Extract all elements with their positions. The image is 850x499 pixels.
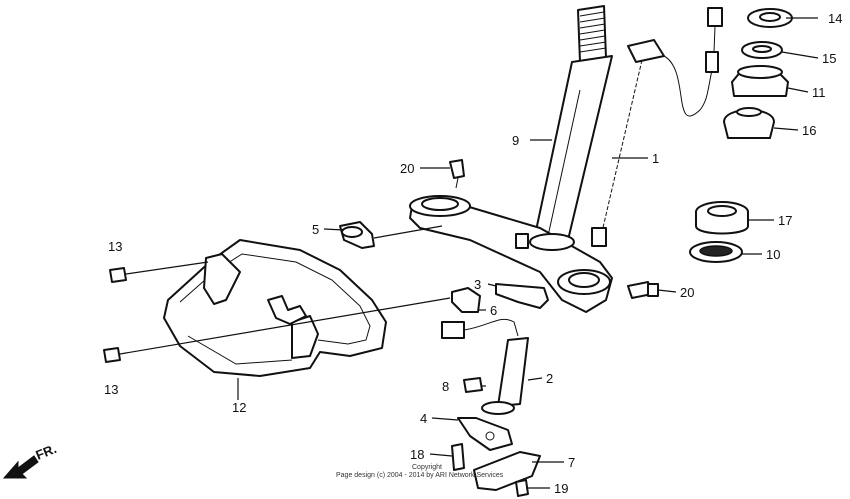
bearing-races (689, 201, 749, 263)
mount-plate-4 (457, 417, 513, 451)
callout-18: 18 (410, 447, 424, 462)
speed-sensor (441, 318, 529, 415)
bolts-13 (103, 267, 127, 363)
callout-9: 9 (512, 133, 519, 148)
callout-11: 11 (812, 85, 826, 100)
callout-20a: 20 (400, 161, 414, 176)
callout-19: 19 (554, 481, 568, 496)
callout-1: 1 (652, 151, 659, 166)
steering-nut-stack (723, 8, 793, 139)
front-marker-label: FR. (34, 441, 59, 463)
front-arrow-icon (2, 455, 39, 479)
callout-3: 3 (474, 277, 481, 292)
callouts: 14 15 11 16 1 9 20 17 10 20 5 13 3 6 8 2… (104, 11, 842, 496)
callout-10: 10 (766, 247, 780, 262)
callout-2: 2 (546, 371, 553, 386)
callout-13b: 13 (104, 382, 118, 397)
bolts-20 (449, 159, 659, 299)
lower-parts (451, 443, 541, 497)
callout-13a: 13 (108, 239, 122, 254)
callout-5: 5 (312, 222, 319, 237)
wire-harness (591, 7, 723, 247)
bottom-bridge (409, 195, 613, 313)
copyright-line-1: Copyright (412, 464, 442, 471)
callout-15: 15 (822, 51, 836, 66)
callout-12: 12 (232, 400, 246, 415)
callout-6: 6 (490, 303, 497, 318)
callout-17: 17 (778, 213, 792, 228)
front-direction-marker: FR. (2, 441, 59, 479)
fender-cover (163, 239, 387, 377)
leader-lines (119, 17, 819, 489)
steering-stem-shaft (533, 5, 613, 241)
callout-14: 14 (828, 11, 842, 26)
small-brackets (451, 283, 549, 393)
callout-4: 4 (420, 411, 427, 426)
callout-8: 8 (442, 379, 449, 394)
callout-16: 16 (802, 123, 816, 138)
callout-20b: 20 (680, 285, 694, 300)
copyright-line-2: Page design (c) 2004 - 2014 by ARI Netwo… (336, 472, 504, 479)
clamp-5 (339, 221, 375, 249)
callout-7: 7 (568, 455, 575, 470)
copyright-notice: Copyright Page design (c) 2004 - 2014 by… (336, 464, 504, 479)
